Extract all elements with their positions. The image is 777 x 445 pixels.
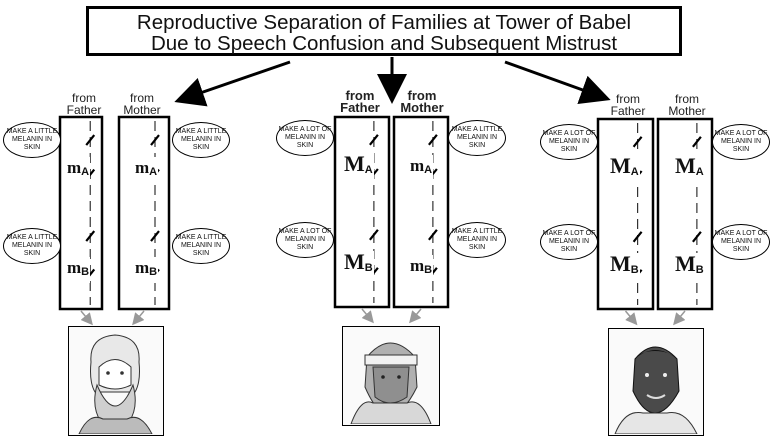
group3-father-down-arrow (624, 310, 638, 326)
group2-mother-bubble-a: MAKE A LITTLE MELANIN IN SKIN (448, 120, 506, 156)
group1-mother-tick-2 (150, 230, 160, 242)
group2-mother-down-arrow (409, 308, 422, 324)
group3-father-tick-2 (632, 231, 643, 243)
group1-mother-bubble-a: MAKE A LITTLE MELANIN IN SKIN (172, 122, 230, 158)
group1-father-gene-b: mB (66, 257, 91, 283)
group2-portrait (342, 326, 440, 426)
bearded-man-icon (78, 334, 153, 435)
group2-father-gene-b: MB (343, 251, 374, 279)
group1-father-tick-0 (85, 134, 96, 146)
group1-mother-bubble-b: MAKE A LITTLE MELANIN IN SKIN (172, 228, 230, 264)
group1-mother-gene-a: mA (134, 157, 159, 183)
group2-mother-gene-a: mA (409, 155, 434, 181)
dark-skinned-man-icon (614, 346, 698, 435)
group3-mother-tick-2 (692, 231, 702, 243)
group2-father-label: from Father (340, 88, 380, 115)
group1-mother-chromosome (117, 115, 171, 311)
group3-mother-tick-0 (692, 136, 702, 148)
group1-father-label: from Father (66, 91, 102, 117)
group3-mother-gene-b: MB (674, 253, 705, 281)
title-box: Reproductive Separation of Families at T… (86, 6, 682, 56)
group2-father-down-arrow (361, 308, 374, 324)
group2-mother-label: from Mother (400, 88, 444, 115)
group2-father-tick-2 (369, 229, 379, 241)
group2-mother-tick-0 (428, 134, 438, 146)
group1-mother-tick-0 (150, 134, 160, 146)
group1-father-bubble-a: MAKE A LITTLE MELANIN IN SKIN (3, 122, 61, 158)
group3-portrait (608, 328, 704, 436)
group2-mother-tick-2 (428, 229, 438, 241)
group3-father-bubble-a: MAKE A LOT OF MELANIN IN SKIN (540, 124, 598, 160)
group3-mother-down-arrow (673, 310, 686, 326)
group3-father-tick-0 (632, 136, 643, 148)
group1-father-tick-2 (85, 230, 96, 242)
group3-mother-bubble-a: MAKE A LOT OF MELANIN IN SKIN (712, 124, 770, 160)
arrow-to-group-1 (174, 60, 291, 107)
group3-mother-label: from Mother (668, 92, 706, 118)
title-line-2: Due to Speech Confusion and Subsequent M… (150, 32, 618, 55)
arrow-to-group-3 (504, 60, 611, 104)
headband-man-icon (350, 342, 432, 425)
group3-father-label: from Father (610, 92, 646, 118)
group1-father-gene-a: mA (66, 157, 91, 183)
group3-father-gene-a: MA (609, 155, 640, 183)
group1-father-down-arrow (80, 310, 93, 326)
group1-portrait (68, 326, 164, 436)
group3-mother-gene-a: MA (674, 155, 705, 183)
group1-mother-label: from Mother (123, 91, 161, 117)
group2-mother-chromosome (392, 115, 450, 309)
group2-mother-bubble-b: MAKE A LITTLE MELANIN IN SKIN (448, 222, 506, 258)
group2-father-gene-a: MA (343, 153, 374, 181)
group2-father-bubble-a: MAKE A LOT OF MELANIN IN SKIN (276, 120, 334, 156)
group1-mother-down-arrow (132, 310, 145, 326)
group2-father-bubble-b: MAKE A LOT OF MELANIN IN SKIN (276, 222, 334, 258)
group3-mother-bubble-b: MAKE A LOT OF MELANIN IN SKIN (712, 224, 770, 260)
group3-father-gene-b: MB (609, 253, 640, 281)
group1-father-bubble-b: MAKE A LITTLE MELANIN IN SKIN (3, 228, 61, 264)
title-line-1: Reproductive Separation of Families at T… (136, 11, 632, 34)
group1-mother-gene-b: mB (134, 257, 159, 283)
group3-father-bubble-b: MAKE A LOT OF MELANIN IN SKIN (540, 224, 598, 260)
group2-mother-gene-b: mB (409, 255, 434, 281)
group2-father-tick-0 (369, 134, 379, 146)
